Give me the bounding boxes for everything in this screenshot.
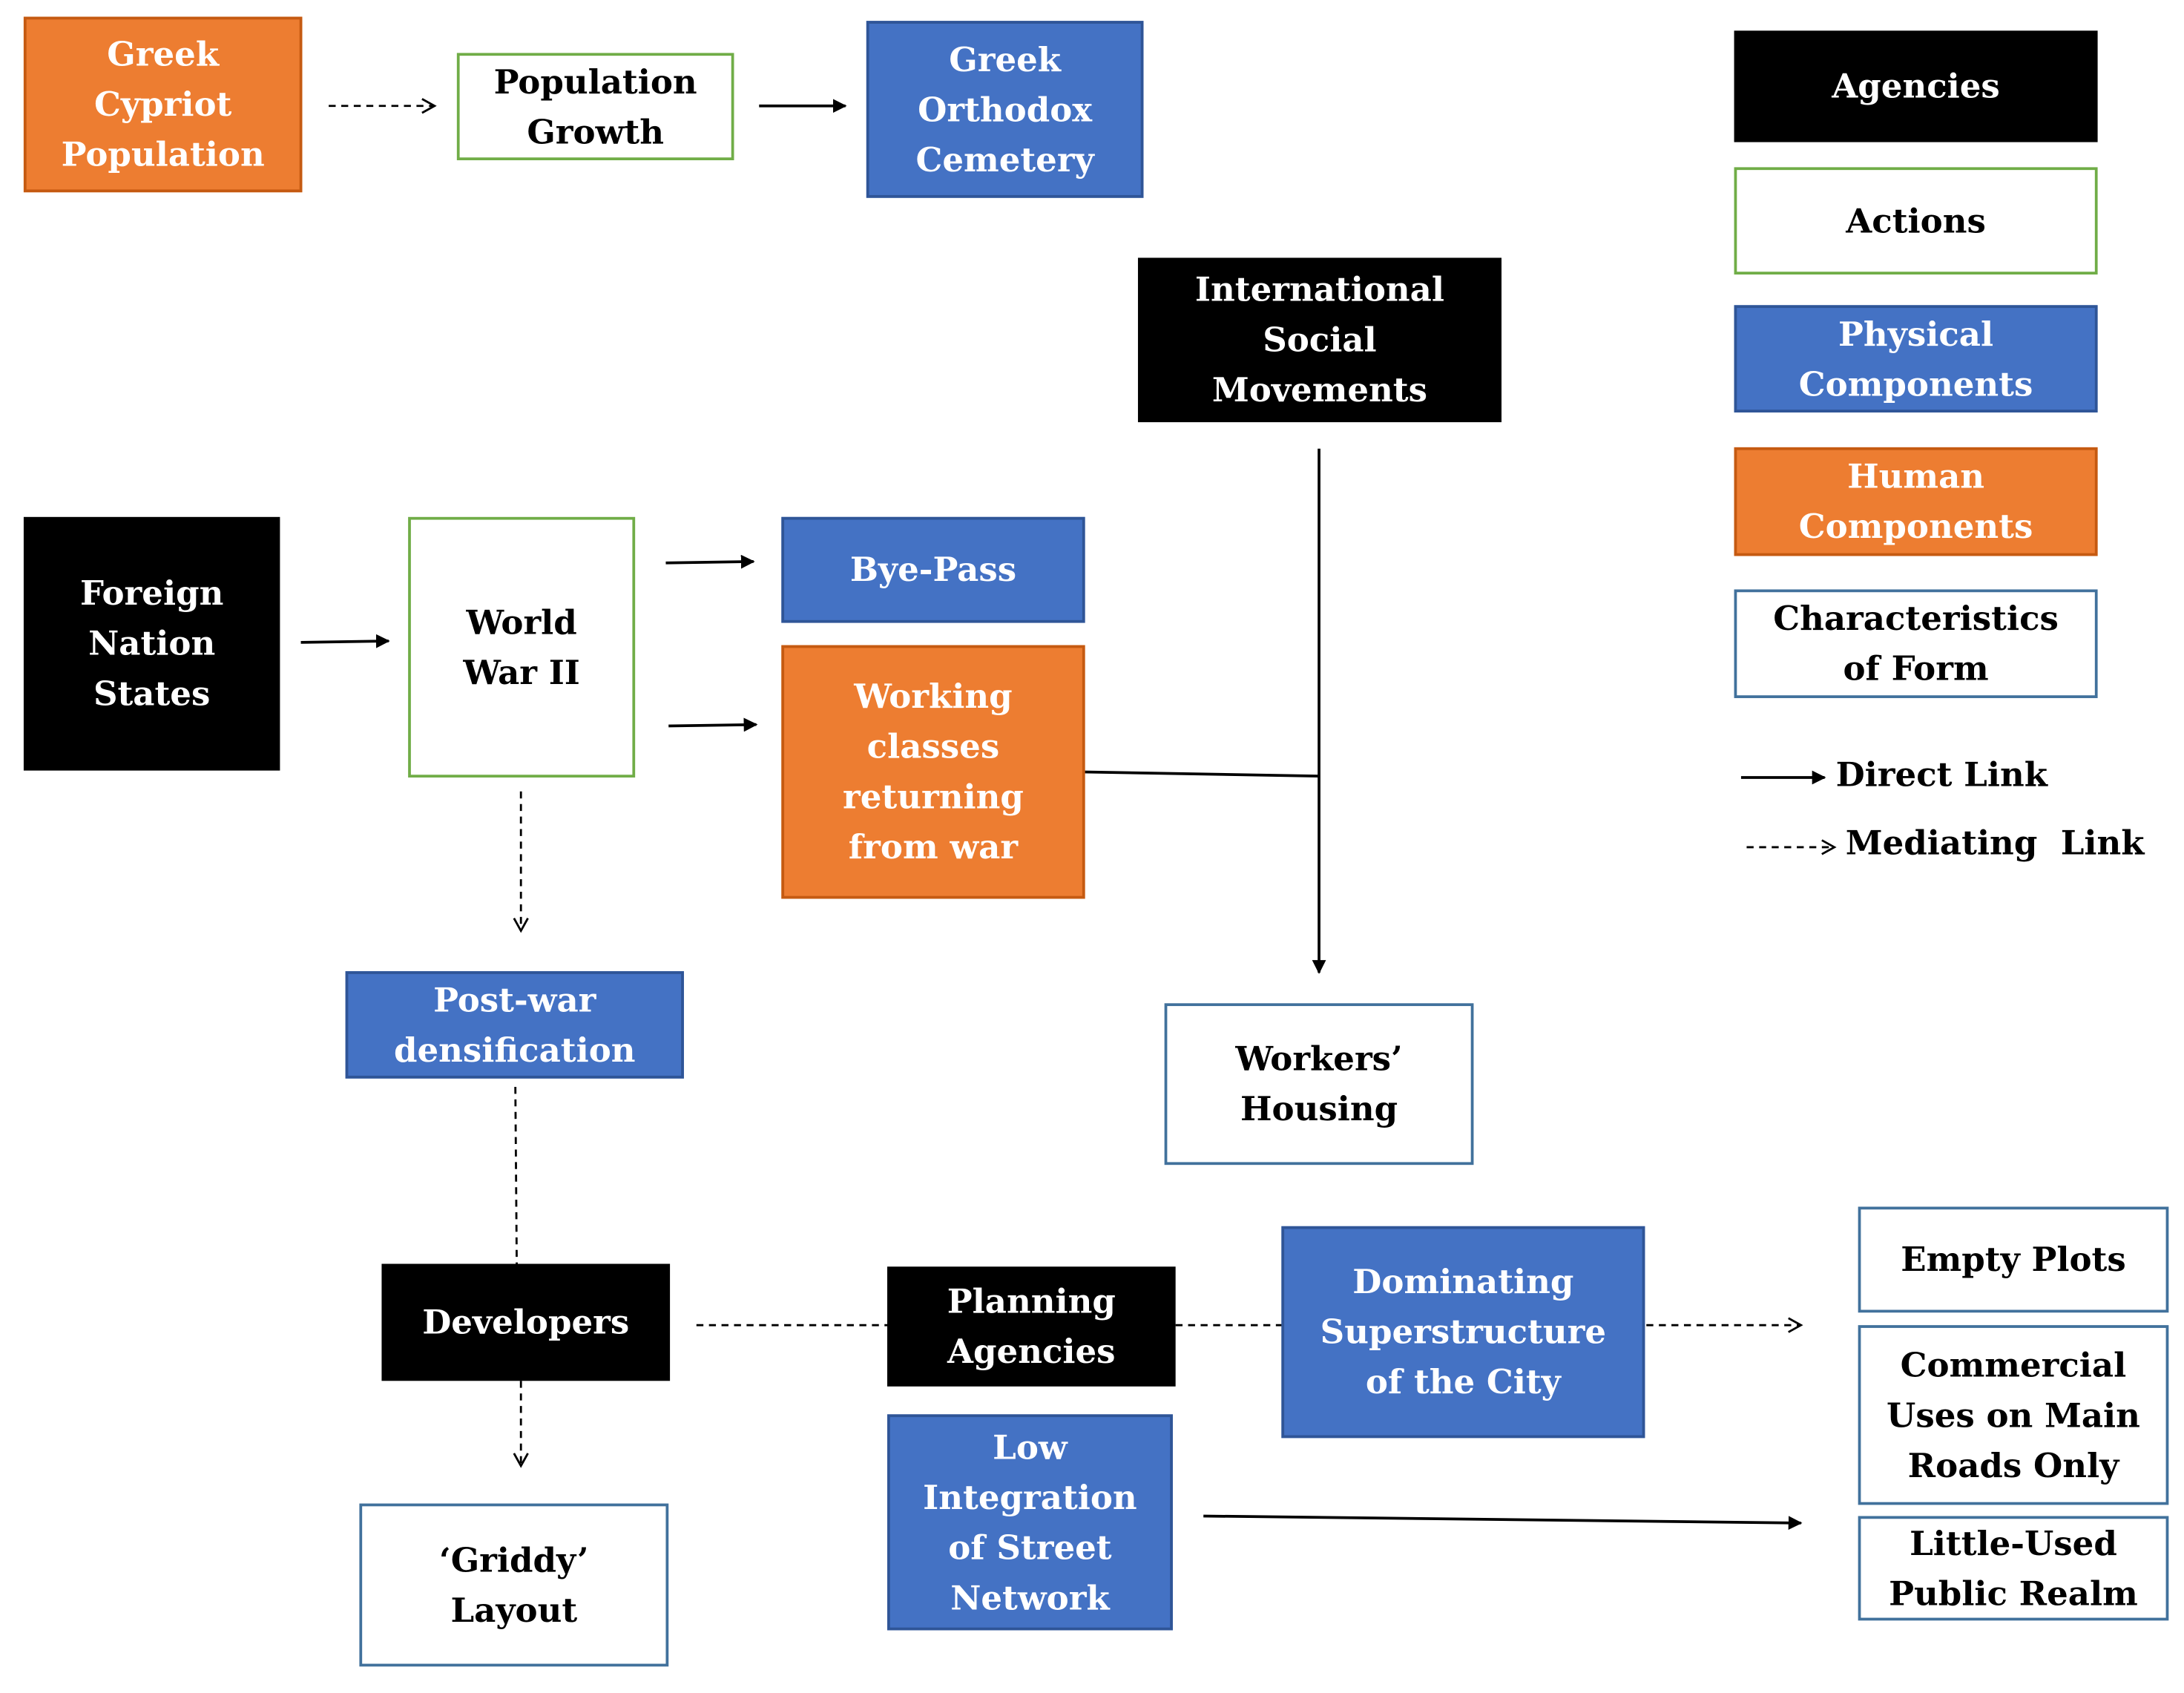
legend-physical-components: Physical Components xyxy=(1734,305,2098,412)
node-working-classes-returning: Working classes returning from war xyxy=(781,645,1085,899)
edge-working-classes-to-workers-housing xyxy=(1083,770,1320,778)
node-little-used-public-realm: Little-Used Public Realm xyxy=(1858,1516,2169,1621)
node-world-war-ii: World War II xyxy=(408,516,636,778)
node-griddy-layout: ‘Griddy’ Layout xyxy=(359,1503,669,1667)
node-population-growth: Population Growth xyxy=(456,53,734,160)
edge-world-war-to-bye-pass xyxy=(665,554,755,569)
node-greek-cypriot-population: Greek Cypriot Population xyxy=(23,16,303,193)
legend-direct-link-label: Direct Link xyxy=(1835,754,2048,795)
node-commercial-uses: Commercial Uses on Main Roads Only xyxy=(1858,1325,2169,1505)
edge-low-integration-to-public-realm xyxy=(1203,1514,1803,1531)
legend-characteristics-of-form: Characteristics of Form xyxy=(1734,589,2098,698)
legend-human-components: Human Components xyxy=(1734,447,2098,556)
legend-mediating-link-label: Mediating Link xyxy=(1845,822,2145,863)
node-post-war-densification: Post-war densification xyxy=(345,971,684,1079)
node-dominating-superstructure: Dominating Superstructure of the City xyxy=(1281,1226,1645,1439)
edge-foreign-nations-to-world-war xyxy=(300,634,390,648)
node-developers: Developers xyxy=(381,1263,671,1381)
legend-agencies: Agencies xyxy=(1734,30,2098,142)
legend-actions: Actions xyxy=(1734,167,2098,275)
node-low-integration-street-network: Low Integration of Street Network xyxy=(887,1414,1173,1631)
node-planning-agencies: Planning Agencies xyxy=(887,1266,1176,1387)
edge-world-war-to-working-classes xyxy=(668,717,758,732)
node-workers-housing: Workers’ Housing xyxy=(1164,1003,1474,1166)
edge-densification-to-developers xyxy=(514,1086,518,1266)
node-empty-plots: Empty Plots xyxy=(1858,1206,2169,1313)
node-international-social-movements: International Social Movements xyxy=(1137,257,1502,423)
node-bye-pass: Bye-Pass xyxy=(781,516,1085,623)
node-greek-orthodox-cemetery: Greek Orthodox Cemetery xyxy=(866,21,1144,198)
node-foreign-nation-states: Foreign Nation States xyxy=(23,516,280,771)
